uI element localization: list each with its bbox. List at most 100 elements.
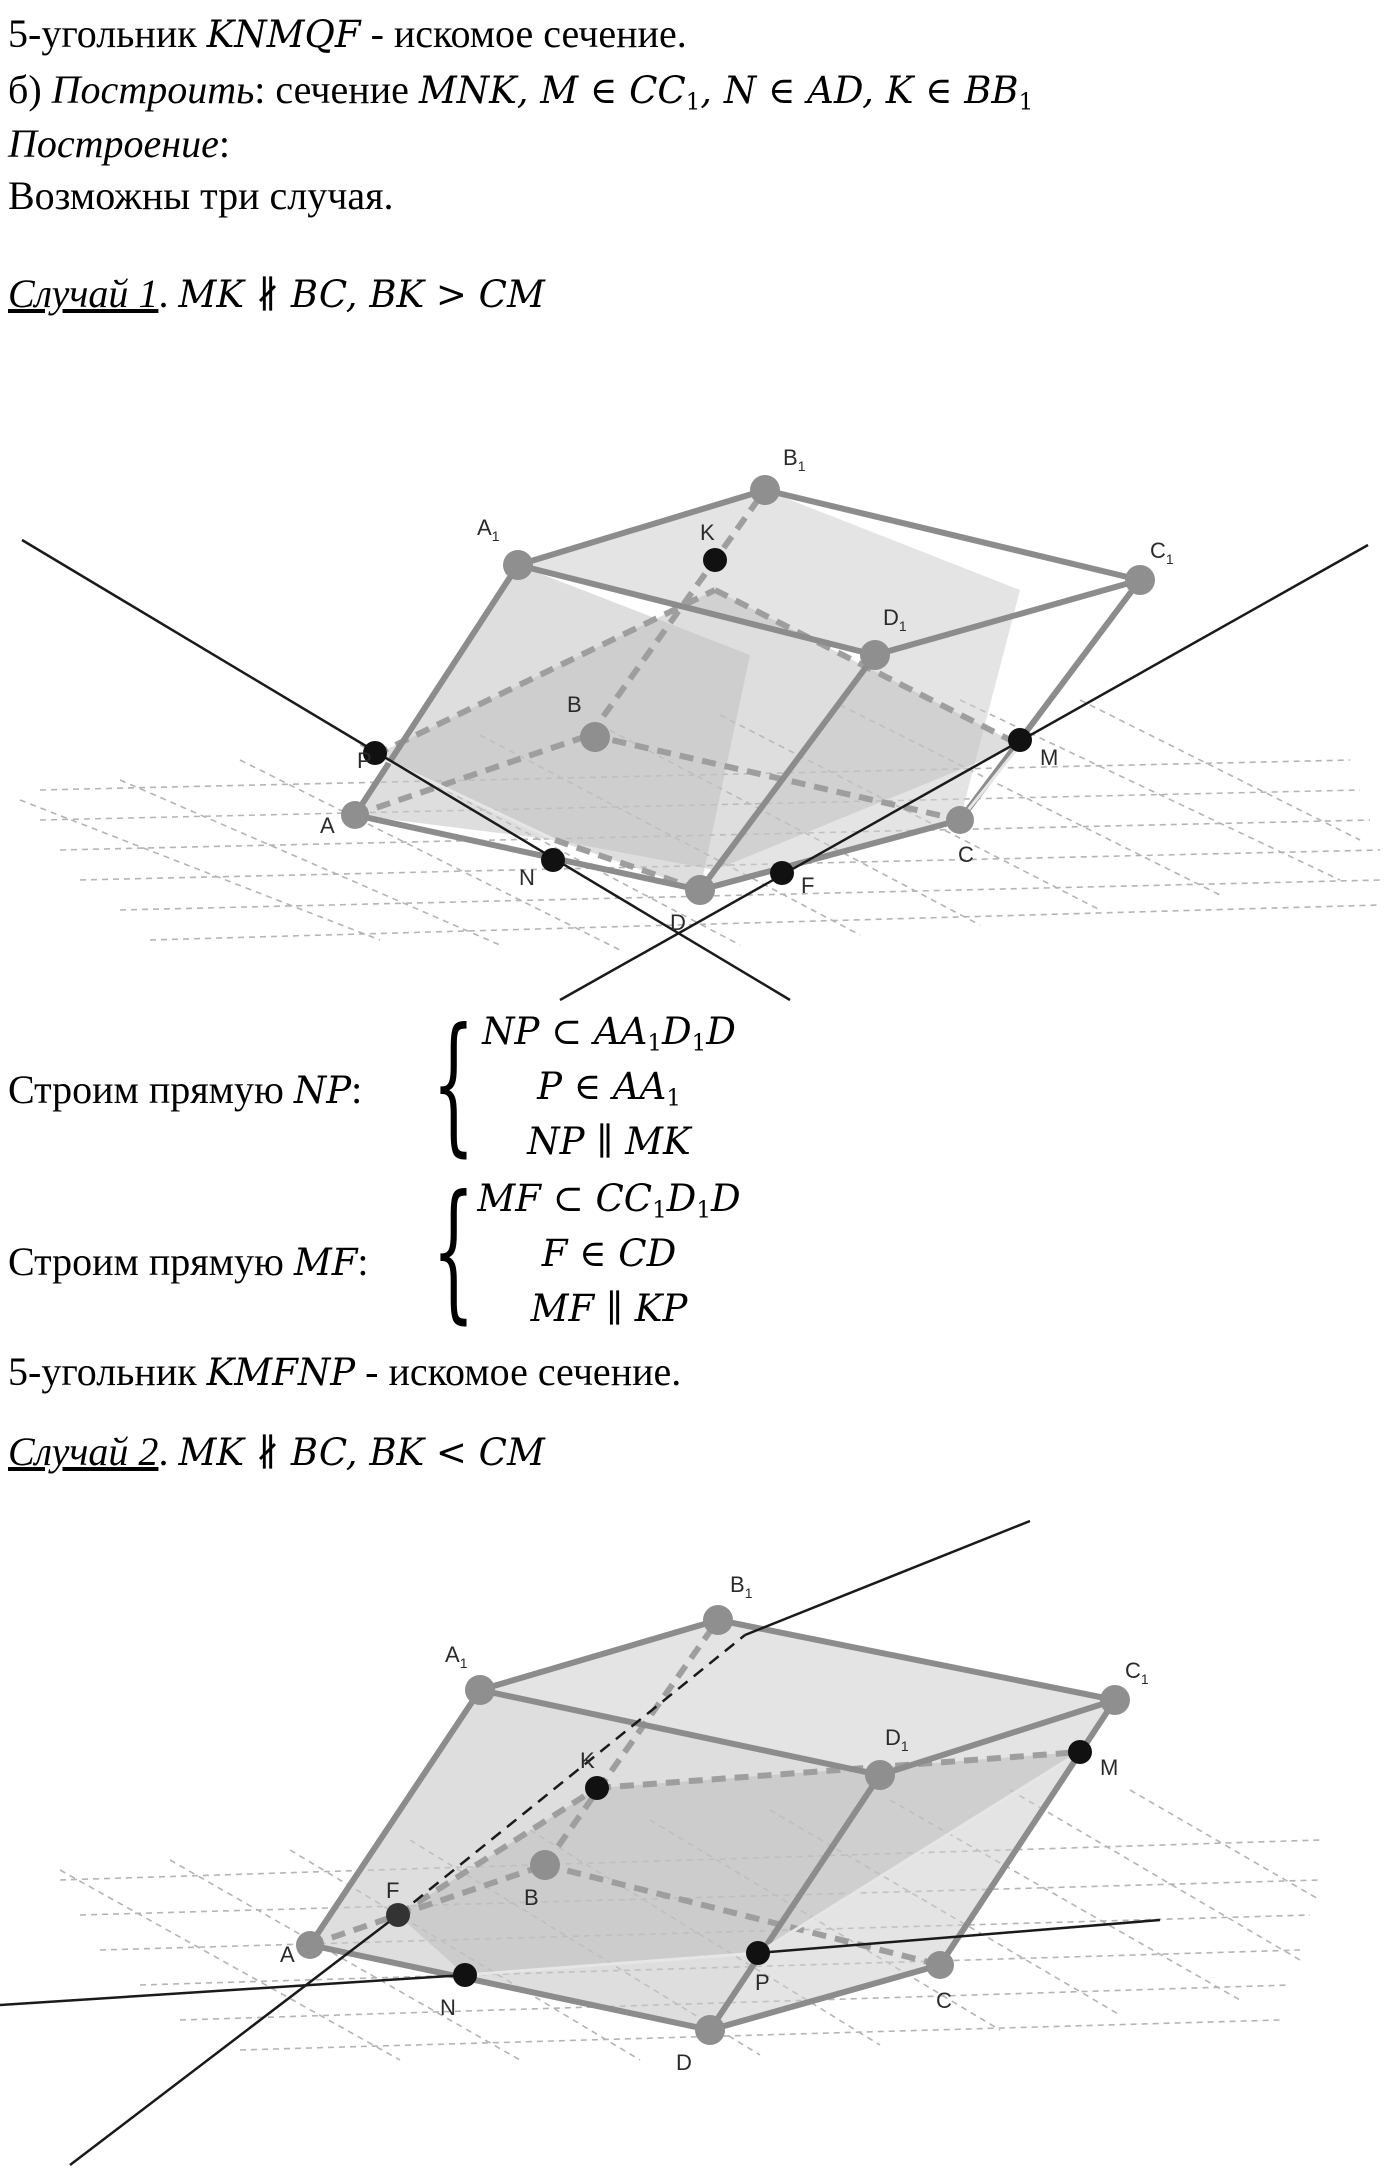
brace: { [432, 1164, 475, 1338]
section-polygon [375, 590, 1020, 870]
text: 5-угольник [8, 11, 207, 56]
label-d1: D1 [885, 1725, 909, 1754]
labels: A B C D A1 B1 C1 D1 K M F N P [280, 1572, 1149, 2075]
label-d: D [676, 2050, 692, 2075]
vertex-c [946, 806, 974, 834]
top-face [518, 490, 1020, 655]
system-2: { MF ⊂ CC1D1D F ∈ CD MF ∥ KP [430, 1164, 770, 1338]
math-task: MNK, M ∈ CC1, N ∈ AD, K ∈ BB1 [418, 69, 1034, 116]
system-2-row-3: MF ∥ KP [530, 1287, 688, 1330]
label-p: P [755, 1970, 770, 1995]
label-p: P [357, 748, 372, 773]
system-1-row-2: P ∈ AA1 [537, 1065, 681, 1112]
case-condition: MK ∦ BC, BK < CM [178, 1431, 545, 1474]
label-n: N [440, 1995, 456, 2020]
label-c1: C1 [1150, 538, 1174, 567]
line-name: MF [293, 1241, 358, 1284]
point-f [386, 1903, 410, 1927]
label-m: M [1040, 745, 1058, 770]
label-c: C [958, 842, 974, 867]
point-n [453, 1963, 477, 1987]
point-k [703, 548, 727, 572]
labels: A B C D A1 B1 C1 D1 K M P N F [320, 445, 1174, 935]
vertex-a1 [503, 550, 533, 580]
label-k: K [580, 1748, 595, 1773]
system-1-intro: Строим прямую NP: [8, 1067, 363, 1112]
line-name: NP [293, 1069, 352, 1112]
system-2-intro: Строим прямую MF: [8, 1239, 369, 1284]
math-polygon-name: KNMQF [206, 13, 361, 56]
text-line-result-1: 5-угольник KNMQF - искомое сечение. [8, 10, 687, 59]
label-c: C [936, 1988, 952, 2013]
vertex-b1 [750, 475, 780, 505]
system-2-row-2: F ∈ CD [541, 1232, 677, 1275]
label-k: K [700, 520, 715, 545]
system-1: { NP ⊂ AA1D1D P ∈ AA1 NP ∥ MK [430, 997, 770, 1171]
visible-edges [352, 487, 1143, 893]
figure-case-2: A B C D A1 B1 C1 D1 K M F N P [0, 1519, 1321, 2166]
case-label: Случай 2 [8, 1429, 159, 1474]
text-line-task-b: б) Построить: сечение MNK, M ∈ CC1, N ∈ … [8, 66, 1033, 126]
text-line-result-2: 5-угольник KMFNP - искомое сечение. [8, 1349, 682, 1394]
vertex-d [695, 2015, 725, 2045]
label-b1: B1 [783, 445, 806, 474]
label-f: F [386, 1878, 399, 1903]
vertex-c1 [1100, 1685, 1130, 1715]
text: Возможны три случая. [8, 173, 394, 218]
vertices [296, 1605, 1130, 2045]
task-word: Построить [51, 67, 255, 112]
vertex-d1 [860, 640, 890, 670]
label-d1: D1 [883, 605, 907, 634]
text: б) [8, 67, 52, 112]
label-b1: B1 [730, 1572, 753, 1601]
vertex-b [580, 722, 610, 752]
label-c1: C1 [1125, 1658, 1149, 1687]
case-label: Случай 1 [8, 271, 159, 316]
label-b: B [524, 1885, 539, 1910]
label-a1: A1 [445, 1642, 468, 1671]
vertex-a [296, 1931, 324, 1959]
label-d: D [670, 910, 686, 935]
point-k [585, 1776, 609, 1800]
system-1-row-3: NP ∥ MK [527, 1120, 691, 1163]
figure-case-1: A B C D A1 B1 C1 D1 K M P N F [19, 445, 1381, 1002]
construction-heading: Построение [8, 121, 219, 166]
point-p [746, 1941, 770, 1965]
point-p [363, 741, 387, 765]
text: : сечение [254, 67, 419, 112]
vertex-b1 [703, 1605, 733, 1635]
point-f [770, 861, 794, 885]
label-m: M [1100, 1755, 1118, 1780]
label-f: F [801, 873, 814, 898]
section-edges [464, 1750, 1081, 1977]
auxiliary-lines [21, 538, 1369, 1002]
top-face [480, 1620, 1115, 1775]
vertices [341, 475, 1155, 905]
system-1-row-1: NP ⊂ AA1D1D [482, 1010, 736, 1057]
section-polygon [398, 1752, 1080, 1975]
system-2-row-1: MF ⊂ CC1D1D [477, 1177, 741, 1224]
visible-edges [307, 1617, 1118, 2033]
text: - искомое сечение. [360, 11, 687, 56]
vertex-b [530, 1850, 560, 1880]
label-b: B [567, 692, 582, 717]
point-m [1068, 1740, 1092, 1764]
vertex-c1 [1125, 565, 1155, 595]
point-m [1008, 728, 1032, 752]
case-condition: MK ∦ BC, BK > CM [178, 273, 545, 316]
label-a1: A1 [477, 515, 500, 544]
auxiliary-lines [0, 1519, 1161, 2166]
hidden-edges [309, 1618, 1081, 1968]
label-a: A [280, 1942, 295, 1967]
vertex-a1 [465, 1675, 495, 1705]
vertex-d [685, 875, 715, 905]
case-2-heading: Случай 2. MK ∦ BC, BK < CM [8, 1429, 545, 1474]
vertex-d1 [865, 1760, 895, 1790]
point-n [541, 848, 565, 872]
label-n: N [519, 865, 535, 890]
text-line-cases: Возможны три случая. [8, 172, 394, 220]
vertex-a [341, 801, 369, 829]
math-polygon-name: KMFNP [206, 1351, 356, 1394]
vertex-c [926, 1951, 954, 1979]
case-1-heading: Случай 1. MK ∦ BC, BK > CM [8, 271, 545, 316]
